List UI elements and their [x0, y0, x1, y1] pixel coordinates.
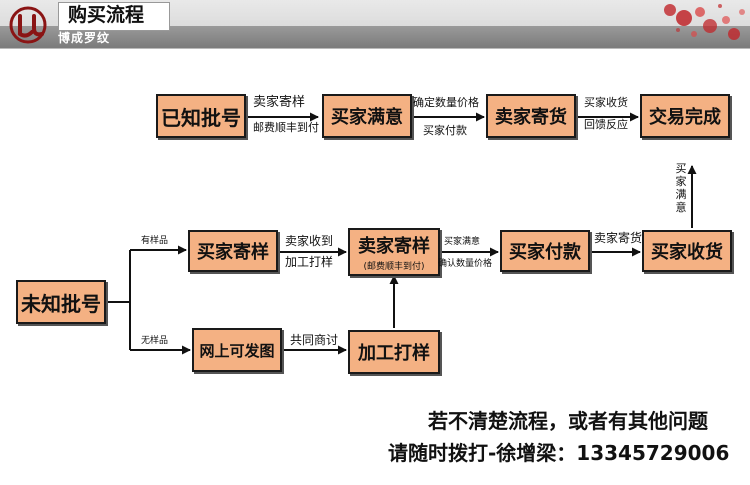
box-online-image-label: 网上可发图 [199, 341, 275, 360]
box-process-sample: 加工打样 [348, 330, 440, 374]
box-seller-send-sample-label: 卖家寄样 [358, 236, 430, 257]
box-known-batch-label: 已知批号 [161, 105, 241, 130]
label-has-sample: 有样品 [141, 236, 169, 246]
label-seller-send-sample: 卖家寄样 [253, 95, 306, 110]
box-buyer-pay: 买家付款 [500, 230, 590, 272]
box-buyer-satisfied-label: 买家满意 [331, 107, 403, 128]
box-deal-done-label: 交易完成 [649, 107, 721, 128]
header-band [0, 26, 750, 48]
label-buyer-receive: 买家收货 [584, 96, 628, 109]
box-unknown-batch-label: 未知批号 [21, 291, 101, 316]
label-seller-ship: 卖家寄货 [594, 231, 643, 245]
box-seller-send-sample-note: (邮费顺丰到付) [363, 262, 425, 272]
label-buyer-satisfied-vertical: 买家满意 [675, 162, 687, 214]
label-discuss: 共同商讨 [290, 333, 339, 347]
label-buyer-pay: 买家付款 [423, 124, 467, 137]
box-deal-done: 交易完成 [640, 94, 730, 138]
box-seller-ship: 卖家寄货 [486, 94, 576, 138]
label-shipping: 邮费顺丰到付 [253, 121, 319, 134]
label-confirm-qty-price: 确定数量价格 [413, 96, 479, 109]
box-seller-ship-label: 卖家寄货 [495, 107, 567, 128]
label-no-sample: 无样品 [141, 336, 169, 346]
title-box [58, 2, 170, 31]
box-online-image: 网上可发图 [192, 328, 282, 372]
brand-logo-icon [9, 6, 47, 44]
footer-contact: 请随时拨打-徐增梁：13345729006 [388, 441, 730, 465]
brand-name: 博成罗纹 [58, 31, 111, 45]
box-seller-send-sample: 卖家寄样 (邮费顺丰到付) [348, 228, 440, 276]
label-feedback: 回馈反应 [584, 118, 628, 131]
label-confirm-qty-price-2: 确认数量价格 [438, 259, 493, 269]
box-known-batch: 已知批号 [156, 94, 246, 138]
box-buyer-send-sample-label: 买家寄样 [197, 242, 269, 263]
box-buyer-receive-label: 买家收货 [651, 242, 723, 263]
label-seller-receive: 卖家收到 [285, 234, 334, 248]
box-buyer-send-sample: 买家寄样 [188, 230, 278, 272]
page-title: 购买流程 [68, 4, 145, 26]
label-buyer-satisfied: 买家满意 [444, 237, 481, 247]
red-splash-decoration [664, 4, 745, 40]
box-process-sample-label: 加工打样 [358, 343, 430, 364]
box-buyer-satisfied: 买家满意 [322, 94, 412, 138]
label-process-sample: 加工打样 [285, 255, 334, 269]
box-buyer-pay-label: 买家付款 [509, 242, 581, 263]
box-unknown-batch: 未知批号 [16, 280, 106, 324]
footer-line-1: 若不清楚流程，或者有其他问题 [428, 409, 708, 433]
box-buyer-receive: 买家收货 [642, 230, 732, 272]
